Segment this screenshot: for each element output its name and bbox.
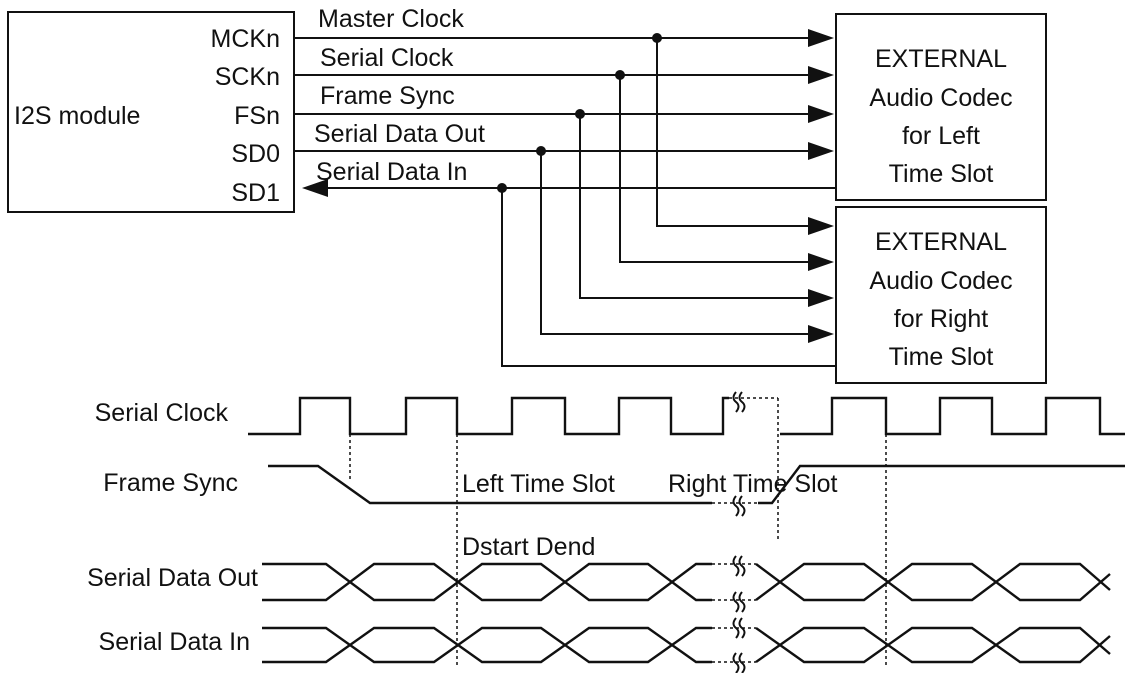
timing-label-serial-data-in: Serial Data In bbox=[99, 628, 250, 656]
frame-sync-waveform-cont bbox=[758, 464, 1125, 505]
pin-fsn: FSn bbox=[234, 102, 280, 130]
timing-label-frame-sync: Frame Sync bbox=[103, 469, 238, 497]
arrow-serial-data-out-left bbox=[808, 142, 834, 160]
signal-label-serial-clock: Serial Clock bbox=[320, 44, 454, 72]
data-start-end-label: Dstart Dend bbox=[462, 533, 595, 561]
codec-right-line-4: Time Slot bbox=[889, 343, 994, 371]
serial-data-out-waveform-bottom bbox=[262, 580, 712, 602]
arrow-heads bbox=[302, 29, 834, 343]
codec-right-line-3: for Right bbox=[894, 305, 989, 333]
i2s-module-box: I2S module MCKn SCKn FSn SD0 SD1 bbox=[7, 11, 295, 213]
wire-master-clock-branch bbox=[656, 38, 812, 227]
arrow-master-clock-left bbox=[808, 29, 834, 47]
codec-left-line-4: Time Slot bbox=[889, 160, 994, 188]
codec-left-line-2: Audio Codec bbox=[869, 84, 1012, 112]
serial-data-out-waveform-bottom-cont bbox=[755, 573, 1111, 602]
bus-wires bbox=[294, 37, 836, 367]
codec-right-box: EXTERNAL Audio Codec for Right Time Slot bbox=[835, 206, 1047, 384]
pin-sd1: SD1 bbox=[231, 179, 280, 207]
junction-frame-sync bbox=[575, 109, 585, 119]
junction-serial-data-in bbox=[497, 183, 507, 193]
wire-frame-sync-branch bbox=[579, 114, 812, 299]
signal-label-serial-data-out: Serial Data Out bbox=[314, 120, 485, 148]
junction-dots bbox=[497, 33, 662, 193]
frame-sync-waveform bbox=[268, 464, 712, 505]
pin-sckn: SCKn bbox=[215, 63, 280, 91]
pin-sd0: SD0 bbox=[231, 140, 280, 168]
serial-data-in-waveform-top-cont bbox=[755, 626, 1111, 655]
break-marker-serial-clock bbox=[732, 391, 746, 413]
serial-data-in-waveform-top bbox=[262, 626, 712, 647]
codec-right-line-1: EXTERNAL bbox=[875, 228, 1007, 256]
left-time-slot-label: Left Time Slot bbox=[462, 470, 615, 498]
signal-label-master-clock: Master Clock bbox=[318, 5, 464, 33]
junction-master-clock bbox=[652, 33, 662, 43]
break-markers bbox=[732, 391, 746, 673]
arrow-serial-data-out-right bbox=[808, 325, 834, 343]
arrow-serial-data-in bbox=[302, 179, 328, 197]
junction-serial-data-out bbox=[536, 146, 546, 156]
arrow-frame-sync-right bbox=[808, 289, 834, 307]
timing-guides bbox=[349, 434, 887, 665]
pin-mckn: MCKn bbox=[211, 25, 280, 53]
codec-left-line-1: EXTERNAL bbox=[875, 45, 1007, 73]
signal-label-frame-sync: Frame Sync bbox=[320, 82, 455, 110]
signal-label-serial-data-in: Serial Data In bbox=[316, 158, 467, 186]
right-time-slot-label: Right Time Slot bbox=[668, 470, 838, 498]
timing-label-serial-clock: Serial Clock bbox=[95, 399, 229, 427]
i2s-module-title: I2S module bbox=[14, 102, 140, 130]
arrow-serial-clock-right bbox=[808, 253, 834, 271]
codec-left-box: EXTERNAL Audio Codec for Left Time Slot bbox=[835, 13, 1047, 201]
serial-data-in-waveform-bottom-cont bbox=[755, 635, 1111, 664]
serial-clock-waveform-cont bbox=[780, 396, 1125, 436]
wire-serial-data-out-branch bbox=[540, 151, 812, 335]
junction-serial-clock bbox=[615, 70, 625, 80]
serial-clock-waveform bbox=[248, 396, 729, 436]
break-marker-data-in-bottom bbox=[732, 652, 746, 673]
arrow-master-clock-right bbox=[808, 217, 834, 235]
break-marker-data-in-top bbox=[732, 617, 746, 639]
break-marker-data-out-bottom bbox=[732, 591, 746, 613]
serial-data-out-waveform-top-cont bbox=[755, 562, 1111, 591]
break-marker-data-out-top bbox=[732, 555, 746, 577]
arrow-frame-sync-left bbox=[808, 105, 834, 123]
codec-right-line-2: Audio Codec bbox=[869, 267, 1012, 295]
break-marker-frame-sync bbox=[732, 495, 746, 517]
timing-label-serial-data-out: Serial Data Out bbox=[87, 564, 258, 592]
wire-serial-data-in-branch bbox=[501, 188, 836, 367]
arrow-serial-clock-left bbox=[808, 66, 834, 84]
serial-data-in-waveform-bottom bbox=[262, 643, 712, 664]
serial-data-out-waveform-top bbox=[262, 562, 712, 584]
codec-left-line-3: for Left bbox=[902, 122, 980, 150]
wire-serial-clock-branch bbox=[619, 75, 812, 263]
